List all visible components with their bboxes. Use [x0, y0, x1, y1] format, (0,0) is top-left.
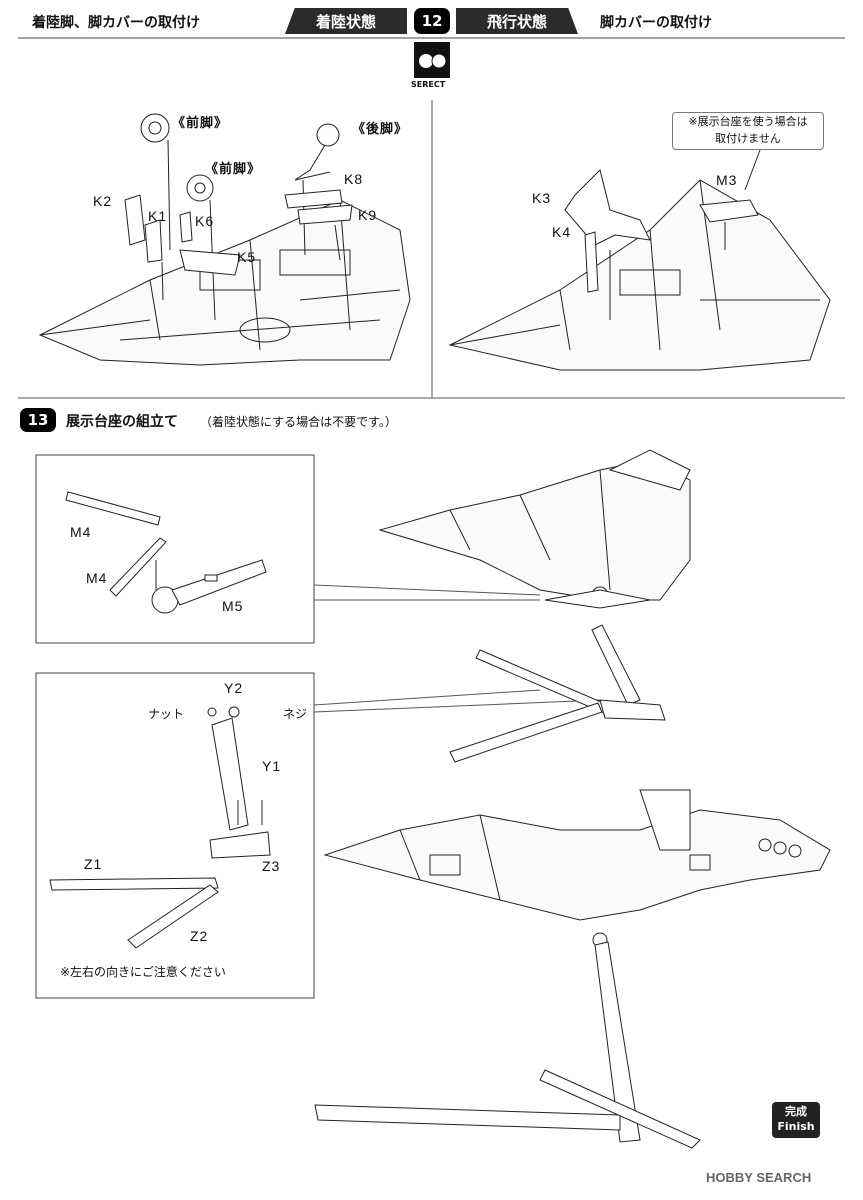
nut-label: ナット	[148, 707, 185, 721]
part-k2: K2	[93, 193, 113, 209]
part-k4: K4	[552, 224, 572, 240]
finish-label-en: Finish	[777, 1120, 815, 1133]
display-stand-note: ※展示台座を使う場合は 取付けません	[672, 112, 824, 150]
finish-label-jp: 完成	[785, 1105, 807, 1118]
watermark: HOBBY SEARCH	[706, 1170, 812, 1185]
part-k1: K1	[148, 208, 168, 224]
note-line-2: 取付けません	[715, 132, 781, 145]
label-front-gear-1: 《前脚》	[172, 115, 229, 130]
select-label: SERECT	[411, 80, 446, 89]
header-right-title: 脚カバーの取付け	[600, 15, 712, 31]
part-m5: M5	[222, 598, 244, 614]
part-m3: M3	[716, 172, 738, 188]
part-k6: K6	[195, 213, 215, 229]
part-y1: Y1	[262, 758, 282, 774]
part-m4-a: M4	[70, 524, 92, 540]
part-z3: Z3	[262, 858, 281, 874]
finish-badge: 完成 Finish	[772, 1102, 820, 1138]
header-left-title: 着陸脚、脚カバーの取付け	[32, 15, 200, 31]
tab-flight: 飛行状態	[456, 8, 578, 34]
label-rear-gear: 《後脚》	[352, 121, 409, 136]
tab-landing: 着陸状態	[285, 8, 407, 34]
part-k3: K3	[532, 190, 552, 206]
step-12-badge: 12	[414, 8, 450, 34]
part-z2: Z2	[190, 928, 209, 944]
step-13-badge: 13	[20, 408, 56, 432]
screw-label: ネジ	[283, 707, 308, 721]
orientation-note: ※左右の向きにご注意ください	[60, 965, 226, 979]
part-k5: K5	[237, 249, 257, 265]
part-k8: K8	[344, 171, 364, 187]
note-line-1: ※展示台座を使う場合は	[688, 115, 808, 128]
part-k9: K9	[358, 207, 378, 223]
step-13-subtitle: （着陸状態にする場合は不要です。）	[200, 415, 397, 429]
step-13-title: 展示台座の組立て	[66, 414, 178, 430]
part-z1: Z1	[84, 856, 103, 872]
label-front-gear-2: 《前脚》	[205, 161, 262, 176]
part-m4-b: M4	[86, 570, 108, 586]
part-y2: Y2	[224, 680, 244, 696]
